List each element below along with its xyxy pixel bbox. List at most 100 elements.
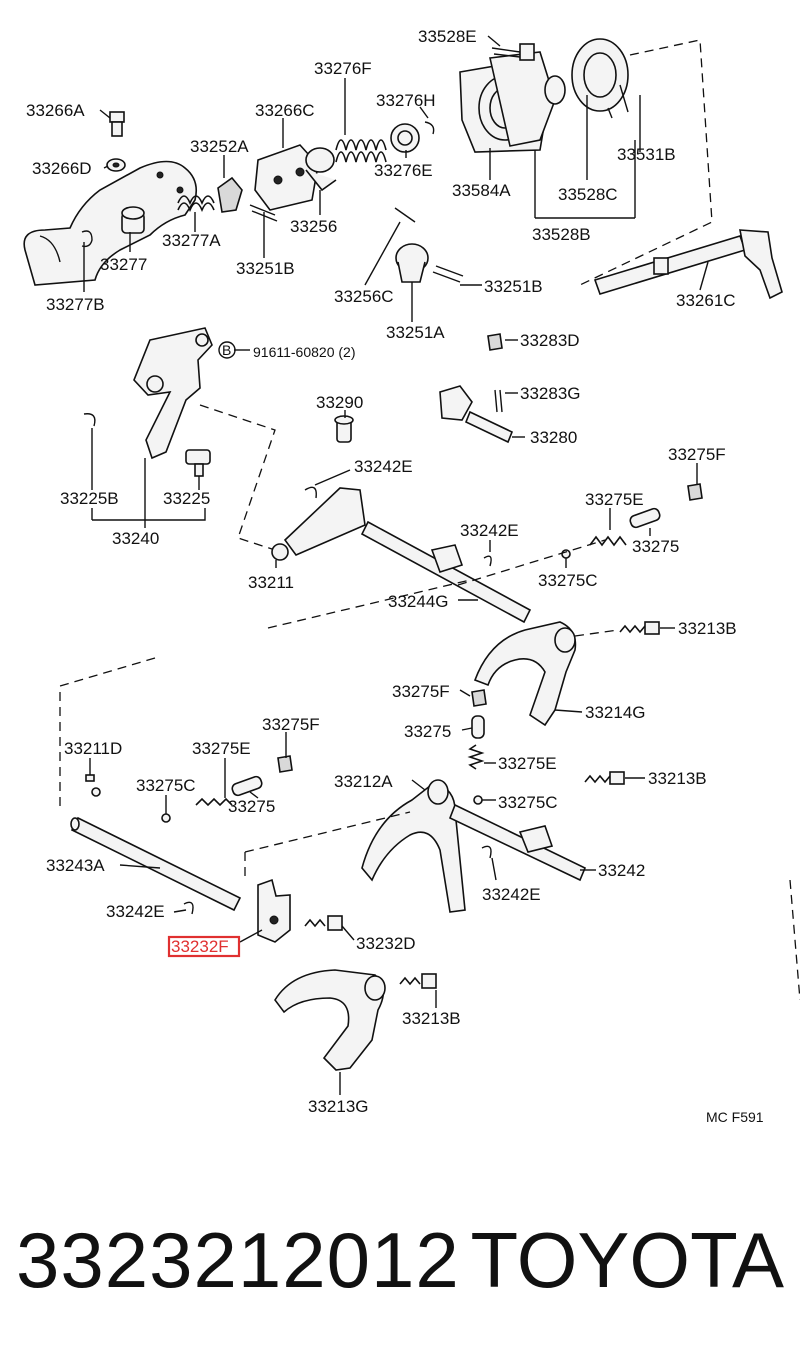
pin-33251b [249, 204, 276, 216]
label-33244G: 33244G [388, 592, 449, 611]
pin-33225 [185, 449, 211, 477]
snap-ring-33276h [424, 121, 435, 135]
label-33213G: 33213G [308, 1097, 369, 1116]
label-33290: 33290 [316, 393, 363, 412]
label-33266A: 33266A [26, 101, 85, 120]
label-33225B: 33225B [60, 489, 119, 508]
label-33266D: 33266D [32, 159, 92, 178]
brand-name: TOYOTA [470, 1216, 785, 1304]
label-33214G: 33214G [585, 703, 646, 722]
label-33232F-highlighted[interactable]: 33232F [171, 937, 229, 956]
ball-33275c [561, 549, 571, 559]
bolt-33528e [491, 43, 535, 61]
shift-lever-bracket-33240 [133, 327, 213, 460]
snap-ring-33242e [304, 486, 317, 499]
label-33277B: 33277B [46, 295, 105, 314]
label-33211: 33211 [248, 573, 294, 592]
bolt-33213b [399, 973, 437, 989]
shift-fork-33214g [473, 621, 577, 727]
label-33275F-a: 33275F [668, 445, 726, 464]
label-bolt-ref-B: B [222, 342, 231, 358]
label-33275C-b: 33275C [136, 776, 196, 795]
footer: 3323212012 TOYOTA [0, 1205, 800, 1315]
pin-33275 [629, 507, 661, 529]
lever-33252a [217, 176, 243, 213]
label-33213B-b: 33213B [648, 769, 707, 788]
bolt-33213b [619, 621, 660, 635]
interlock-pin-33211 [271, 543, 289, 561]
shift-fork-shaft-33243a [70, 816, 242, 912]
label-33213B-c: 33213B [402, 1009, 461, 1028]
label-33275E-c: 33275E [498, 754, 557, 773]
shift-fork-shaft-33244g [283, 487, 532, 624]
shift-head-33232f [257, 878, 291, 943]
shift-shaft-33261c [593, 229, 783, 300]
bolt-33213b [584, 771, 625, 785]
label-33276H: 33276H [376, 91, 436, 110]
bushing-33277 [121, 206, 145, 234]
label-33240: 33240 [112, 529, 159, 548]
label-33232D: 33232D [356, 934, 416, 953]
label-33275F-c: 33275F [262, 715, 320, 734]
label-33277A: 33277A [162, 231, 221, 250]
transfer-housing [23, 160, 198, 286]
label-33242E-d: 33242E [106, 902, 165, 921]
part-number: 3323212012 [16, 1216, 460, 1304]
plug-33283d [487, 333, 503, 351]
cup-33276e [390, 123, 420, 153]
oil-seal-33531b [571, 38, 629, 119]
label-33528E: 33528E [418, 27, 477, 46]
shift-head-33256 [305, 147, 337, 192]
label-33275C-c: 33275C [498, 793, 558, 812]
label-33242E-a: 33242E [354, 457, 413, 476]
label-33252A: 33252A [190, 137, 249, 156]
label-33251A: 33251A [386, 323, 445, 342]
extension-assembly-33528b [459, 51, 566, 153]
label-33275F-b: 33275F [392, 682, 450, 701]
label-33528B: 33528B [532, 225, 591, 244]
plug-33290 [334, 415, 354, 443]
snap-ring-33277b [81, 230, 93, 248]
label-33531B: 33531B [617, 145, 676, 164]
label-33275-c: 33275 [228, 797, 275, 816]
label-33211D: 33211D [64, 739, 122, 758]
part-labels: 33528E 33276F 33276H 33266A 33266C 33252… [26, 27, 764, 1125]
label-33251B-lower: 33251B [484, 277, 543, 296]
shift-fork-shaft-33242 [448, 803, 587, 882]
label-33276E: 33276E [374, 161, 433, 180]
leader-lines [83, 35, 709, 1095]
label-33275-b: 33275 [404, 722, 451, 741]
highlight-box-33232F [167, 935, 241, 958]
label-33261C: 33261C [676, 291, 736, 310]
label-33276F: 33276F [314, 59, 372, 78]
label-33275E-b: 33275E [192, 739, 251, 758]
shift-fork-33213g [274, 969, 386, 1071]
label-33275C-a: 33275C [538, 571, 598, 590]
label-33280: 33280 [530, 428, 577, 447]
label-33243A: 33243A [46, 856, 105, 875]
label-33266C: 33266C [255, 101, 315, 120]
label-33275E-a: 33275E [585, 490, 644, 509]
plug-33275f [687, 483, 703, 501]
label-33584A: 33584A [452, 181, 511, 200]
label-33283D: 33283D [520, 331, 580, 350]
label-33528C: 33528C [558, 185, 618, 204]
label-33256: 33256 [290, 217, 337, 236]
bolt-33266a [109, 111, 125, 137]
shift-block-33266c [254, 144, 319, 211]
label-33251B-upper: 33251B [236, 259, 295, 278]
label-33256C: 33256C [334, 287, 394, 306]
label-33213B-a: 33213B [678, 619, 737, 638]
label-33225: 33225 [163, 489, 210, 508]
shift-shaft-33280 [439, 385, 514, 444]
spring-33277a [177, 195, 215, 213]
diagram-code: MC F591 [706, 1109, 764, 1125]
interlock-pin-33211d [85, 774, 95, 782]
label-33242: 33242 [598, 861, 645, 880]
bolt-33232d [304, 915, 343, 931]
label-33242E-b: 33242E [460, 521, 519, 540]
label-91611-60820: 91611-60820 (2) [253, 344, 355, 360]
spring-33276f [335, 139, 387, 163]
spring-33275e [589, 535, 627, 547]
